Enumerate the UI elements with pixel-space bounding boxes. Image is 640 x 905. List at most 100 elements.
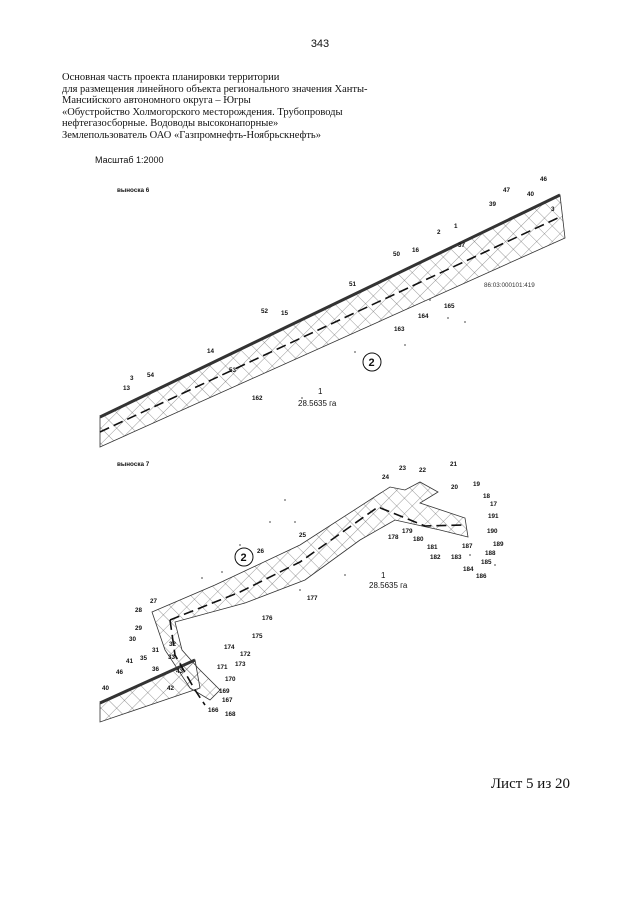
point-label: 27: [150, 598, 158, 605]
document-header: Основная часть проекта планировки террит…: [62, 72, 382, 142]
map-scale: Масштаб 1:2000: [95, 155, 164, 165]
point-label: 3: [130, 375, 134, 382]
point-label: 20: [451, 484, 459, 491]
point-label: 190: [487, 528, 498, 535]
point-label: 177: [307, 595, 318, 602]
point-label: 16: [412, 247, 420, 254]
point-label: 25: [299, 532, 307, 539]
point-label: 168: [225, 711, 236, 718]
point-label: 33: [168, 654, 176, 661]
point-label: 186: [476, 573, 487, 580]
point-label: 2: [437, 229, 441, 236]
point-label: 189: [493, 541, 504, 548]
zone-marker: [362, 352, 382, 372]
point-label: 37: [458, 242, 466, 249]
point-label: 183: [451, 554, 462, 561]
point-label: 181: [427, 544, 438, 551]
point-label: 18: [483, 493, 491, 500]
point-label: 50: [393, 251, 401, 258]
point-label: 53: [229, 367, 237, 374]
sheet-label: Лист 5 из 20: [490, 776, 570, 792]
header-line: «Обустройство Холмогорского месторождени…: [62, 106, 343, 118]
point-label: 42: [167, 685, 175, 692]
point-label: 17: [490, 501, 498, 508]
lot-number: 1: [381, 571, 386, 580]
pipeline-axis: [99, 215, 563, 433]
point-label: 185: [481, 559, 492, 566]
point-label: 46: [116, 669, 124, 676]
point-label: 163: [394, 326, 405, 333]
scatter-dots: [201, 499, 496, 591]
point-label: 170: [225, 676, 236, 683]
point-label: 187: [462, 543, 473, 550]
point-label: 180: [413, 536, 424, 543]
point-label: 173: [235, 661, 246, 668]
point-label: 36: [152, 666, 160, 673]
boundary-line: [99, 193, 561, 419]
point-label: 40: [527, 191, 535, 198]
branch-strip: [151, 481, 469, 701]
point-label: 191: [488, 513, 499, 520]
point-label: 175: [252, 633, 263, 640]
point-label: 3: [551, 206, 555, 213]
point-label: 188: [485, 550, 496, 557]
point-label: 47: [503, 187, 511, 194]
point-label: 31: [152, 647, 160, 654]
header-line: нефтегазосборные. Водоводы высоконапорны…: [62, 118, 279, 130]
point-label: 24: [382, 474, 390, 481]
lot-area: 28.5635 га: [369, 581, 408, 590]
inset-title: выноска 6: [117, 187, 150, 194]
point-label: 46: [540, 176, 548, 183]
point-label: 29: [135, 625, 143, 632]
pipeline-axis: [169, 619, 206, 706]
point-label: 23: [399, 465, 407, 472]
point-label: 174: [224, 644, 235, 651]
inset-title: выноска 7: [117, 461, 150, 468]
point-label: 52: [261, 308, 269, 315]
zone-marker-label: 2: [241, 552, 247, 564]
lot-area: 28.5635 га: [298, 399, 337, 408]
point-label: 182: [430, 554, 441, 561]
point-label: 1: [454, 223, 458, 230]
point-label: 179: [402, 528, 413, 535]
point-label: 166: [208, 707, 219, 714]
point-label: 165: [444, 303, 455, 310]
point-label: 184: [463, 566, 474, 573]
scatter-dots: [301, 299, 466, 399]
point-label: 54: [147, 372, 155, 379]
point-label: 43: [176, 668, 184, 675]
page-number: 343: [310, 38, 330, 50]
point-label: 26: [257, 548, 265, 555]
point-label: 14: [207, 348, 215, 355]
point-label: 164: [418, 313, 429, 320]
point-label: 28: [135, 607, 143, 614]
point-label: 41: [126, 658, 134, 665]
header-line: Мансийского автономного округа – Югры: [62, 95, 251, 107]
inset-7: выноска 7 23 22 21 24 20 19 18 17 191 19…: [99, 461, 504, 723]
zone-marker-label: 2: [369, 357, 375, 369]
point-label: 176: [262, 615, 273, 622]
point-label: 172: [240, 651, 251, 658]
point-label: 30: [129, 636, 137, 643]
inset-6: выноска 6 46 47 40 39 3 2 1 37 50 16 51 …: [99, 176, 566, 448]
header-line: для размещения линейного объекта региона…: [62, 83, 368, 95]
point-label: 19: [473, 481, 481, 488]
point-label: 39: [489, 201, 497, 208]
point-label: 167: [222, 697, 233, 704]
point-label: 22: [419, 467, 427, 474]
point-label: 51: [349, 281, 357, 288]
header-line: Основная часть проекта планировки террит…: [62, 72, 280, 83]
header-line: Землепользователь ОАО «Газпромнефть-Нояб…: [62, 129, 321, 141]
pipeline-axis: [169, 506, 463, 621]
point-label: 15: [281, 310, 289, 317]
point-label: 162: [252, 395, 263, 402]
point-label: 32: [169, 641, 177, 648]
zone-marker: [234, 547, 254, 567]
point-label: 13: [123, 385, 131, 392]
right-of-way-strip: [99, 194, 566, 448]
point-label: 169: [219, 688, 230, 695]
cadastral-number: 86:03:000101:419: [484, 282, 535, 289]
lot-number: 1: [318, 387, 323, 396]
point-label: 21: [450, 461, 458, 468]
